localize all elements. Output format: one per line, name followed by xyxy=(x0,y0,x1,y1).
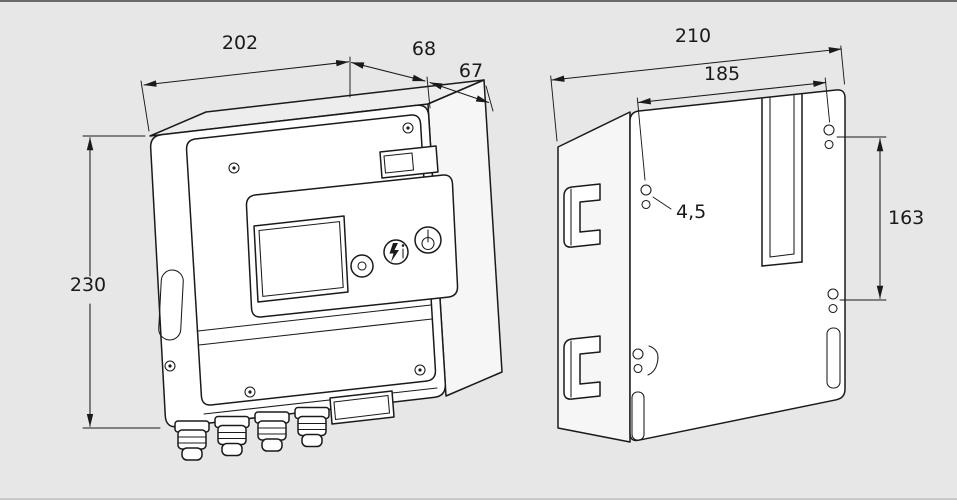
screw xyxy=(164,360,176,372)
cable-gland xyxy=(174,420,210,461)
bottom-connector-inner xyxy=(333,394,391,421)
dim-label-163: 163 xyxy=(888,207,924,229)
dim-label-4-5: 4,5 xyxy=(676,201,706,223)
dimension-height-230: 230 xyxy=(70,135,161,429)
dim-label-67: 67 xyxy=(459,60,483,82)
screw xyxy=(228,162,240,174)
dim-label-210: 210 xyxy=(675,25,711,47)
door-seam-line xyxy=(198,318,433,346)
display-window xyxy=(253,215,349,303)
dimension-width-210: 210 xyxy=(550,25,845,142)
dim-label-230: 230 xyxy=(70,274,106,296)
info-button[interactable] xyxy=(383,239,409,265)
retainer-hook xyxy=(647,345,659,376)
keyhole-slot-right xyxy=(826,327,841,389)
dimension-spacing-185: 185 xyxy=(636,63,831,181)
power-icon xyxy=(421,229,435,251)
mounting-hook-lower xyxy=(563,335,601,400)
dimension-spacing-163: 163 xyxy=(836,136,924,301)
housing-rear-face xyxy=(629,89,846,442)
cable-gland xyxy=(294,406,330,448)
side-slot xyxy=(158,269,184,341)
cable-gland xyxy=(254,411,290,452)
screw xyxy=(402,122,414,134)
led-display-window xyxy=(383,152,415,174)
keyhole-slot-left xyxy=(631,391,645,441)
dimension-depth-67: 67 xyxy=(429,60,494,112)
dimension-hole-diameter: 4,5 xyxy=(652,196,706,223)
cable-gland xyxy=(214,415,250,457)
door-seam-line xyxy=(197,304,432,332)
screw xyxy=(244,386,256,398)
dim-label-68: 68 xyxy=(412,38,436,60)
reset-button-icon xyxy=(357,261,367,271)
front-view: 230 202 68 67 xyxy=(70,32,503,461)
bottom-connector xyxy=(329,390,395,425)
dimension-width-202: 202 xyxy=(140,32,351,132)
dim-label-185: 185 xyxy=(704,63,740,85)
cable-channel xyxy=(761,93,803,267)
display-window-inner xyxy=(258,221,344,297)
flash-icon xyxy=(389,243,399,262)
mounting-hook-upper xyxy=(563,183,601,248)
info-icon-dot xyxy=(401,244,405,247)
reset-button[interactable] xyxy=(350,254,374,278)
power-button[interactable] xyxy=(414,226,442,254)
dimension-depth-68: 68 xyxy=(350,38,436,109)
dim-label-202: 202 xyxy=(222,32,258,54)
screw xyxy=(414,364,426,376)
led-display xyxy=(379,145,439,179)
rear-view: 210 185 4,5 163 xyxy=(550,25,924,443)
body-seam-line xyxy=(203,387,438,415)
